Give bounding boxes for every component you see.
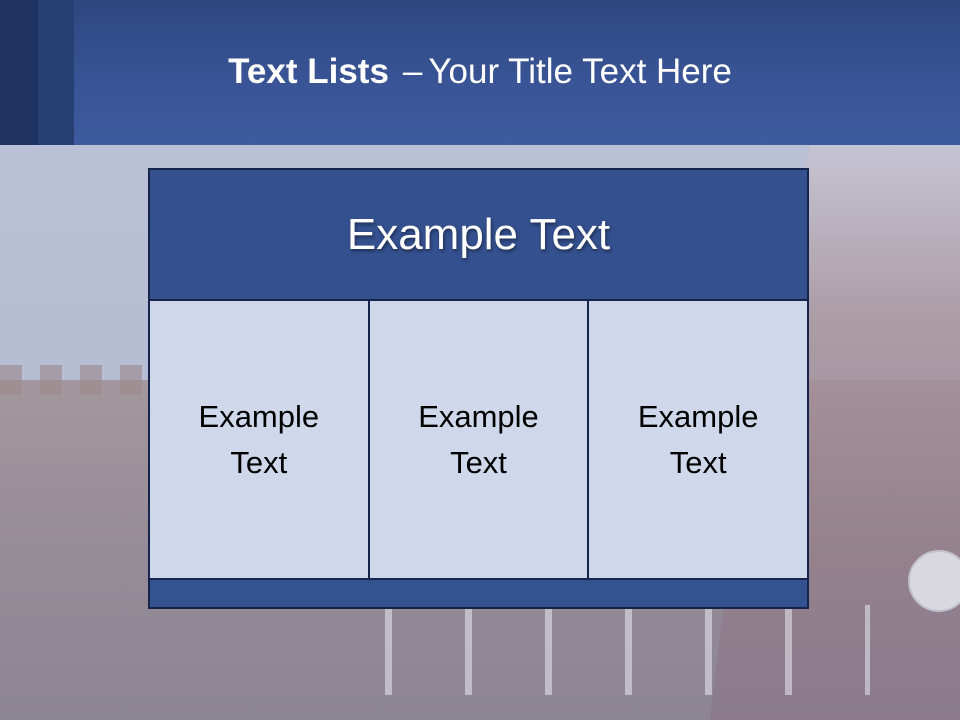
- title-bar: Text Lists–Your Title Text Here: [0, 0, 960, 145]
- title-bold-part: Text Lists: [228, 52, 389, 91]
- title-rest-part: Your Title Text Here: [428, 52, 732, 91]
- table-cell[interactable]: Example Text: [369, 301, 590, 578]
- table-header-cell[interactable]: Example Text: [150, 170, 807, 301]
- table-cell-text: Example Text: [198, 398, 320, 480]
- header-stripe: [38, 0, 74, 145]
- background-windows: [330, 605, 870, 695]
- table-cell[interactable]: Example Text: [589, 301, 808, 578]
- table-header-text: Example Text: [346, 209, 611, 259]
- table-cell[interactable]: Example Text: [150, 301, 370, 578]
- title-separator: –: [402, 52, 423, 91]
- table-cell-text: Example Text: [418, 398, 539, 480]
- slide-title[interactable]: Text Lists–Your Title Text Here: [0, 52, 960, 92]
- header-stripe: [0, 0, 38, 145]
- clock-icon: [908, 550, 960, 612]
- table-footer-row[interactable]: [150, 578, 807, 607]
- table-body-row: Example Text Example Text Example Text: [150, 301, 808, 578]
- text-list-table[interactable]: Example Text Example Text Example Text E…: [148, 168, 809, 609]
- table-cell-text: Example Text: [637, 398, 759, 480]
